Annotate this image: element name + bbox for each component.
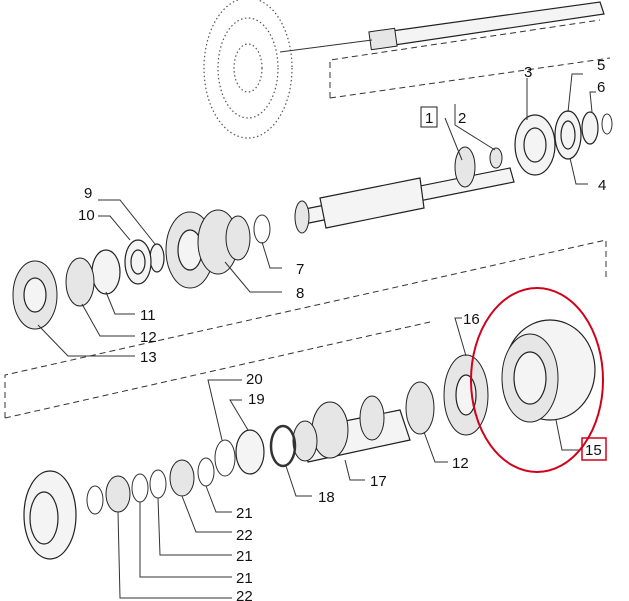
callout-box-15 — [581, 437, 607, 461]
callout-12b: 12 — [452, 455, 469, 472]
input-shaft — [279, 1, 605, 53]
bearing-left — [23, 470, 77, 560]
ring-20 — [214, 439, 236, 477]
washer-19 — [235, 429, 265, 475]
callout-7: 7 — [296, 261, 304, 278]
callout-12a: 12 — [140, 329, 157, 346]
washer-10 — [124, 239, 152, 285]
gear-13 — [12, 260, 58, 330]
snap-ring-18 — [269, 424, 297, 468]
bearing-11 — [91, 249, 121, 295]
gear-16 — [443, 354, 489, 436]
callout-4: 4 — [598, 177, 606, 194]
small-rings-row — [86, 457, 215, 515]
dashed-frame-top — [329, 19, 611, 99]
callout-21c: 21 — [236, 570, 253, 587]
callout-2: 2 — [458, 110, 466, 127]
snap-ring-6 — [601, 113, 613, 135]
needle-bearing-12 — [65, 257, 95, 307]
dashed-frame-middle — [4, 239, 607, 419]
callout-1: 1 — [425, 110, 433, 127]
callout-10: 10 — [78, 207, 95, 224]
callout-19: 19 — [248, 391, 265, 408]
bearing-3 — [514, 114, 556, 176]
callout-5: 5 — [597, 57, 605, 74]
leader-lines — [37, 73, 596, 599]
callout-13: 13 — [140, 349, 157, 366]
callout-3: 3 — [524, 64, 532, 81]
snap-ring-7 — [253, 214, 271, 244]
callout-18: 18 — [318, 489, 335, 506]
callout-box-1 — [420, 106, 438, 128]
ring-4 — [554, 110, 582, 160]
callout-17: 17 — [370, 473, 387, 490]
callout-15: 15 — [585, 442, 602, 459]
callout-22b: 22 — [236, 588, 253, 601]
callout-11: 11 — [140, 307, 156, 324]
synchro-sleeve-15 — [501, 319, 596, 423]
callout-16: 16 — [463, 311, 480, 328]
clutch-disc — [203, 0, 293, 139]
callout-6: 6 — [597, 79, 605, 96]
callout-20: 20 — [246, 371, 263, 388]
callout-labels: 3 5 6 1 2 4 9 10 7 8 11 12 13 16 20 19 1… — [78, 57, 606, 601]
output-shaft-17 — [292, 395, 411, 463]
gear-8 — [165, 209, 251, 289]
washer-9 — [149, 243, 165, 273]
callout-21a: 21 — [236, 505, 253, 522]
ring-5 — [581, 111, 599, 145]
highlight-circle — [470, 287, 604, 473]
callout-22a: 22 — [236, 527, 253, 544]
callout-21b: 21 — [236, 548, 253, 565]
needle-bearing-12b — [405, 381, 435, 435]
callout-9: 9 — [84, 185, 92, 202]
main-shaft — [294, 146, 515, 234]
callout-8: 8 — [296, 285, 304, 302]
